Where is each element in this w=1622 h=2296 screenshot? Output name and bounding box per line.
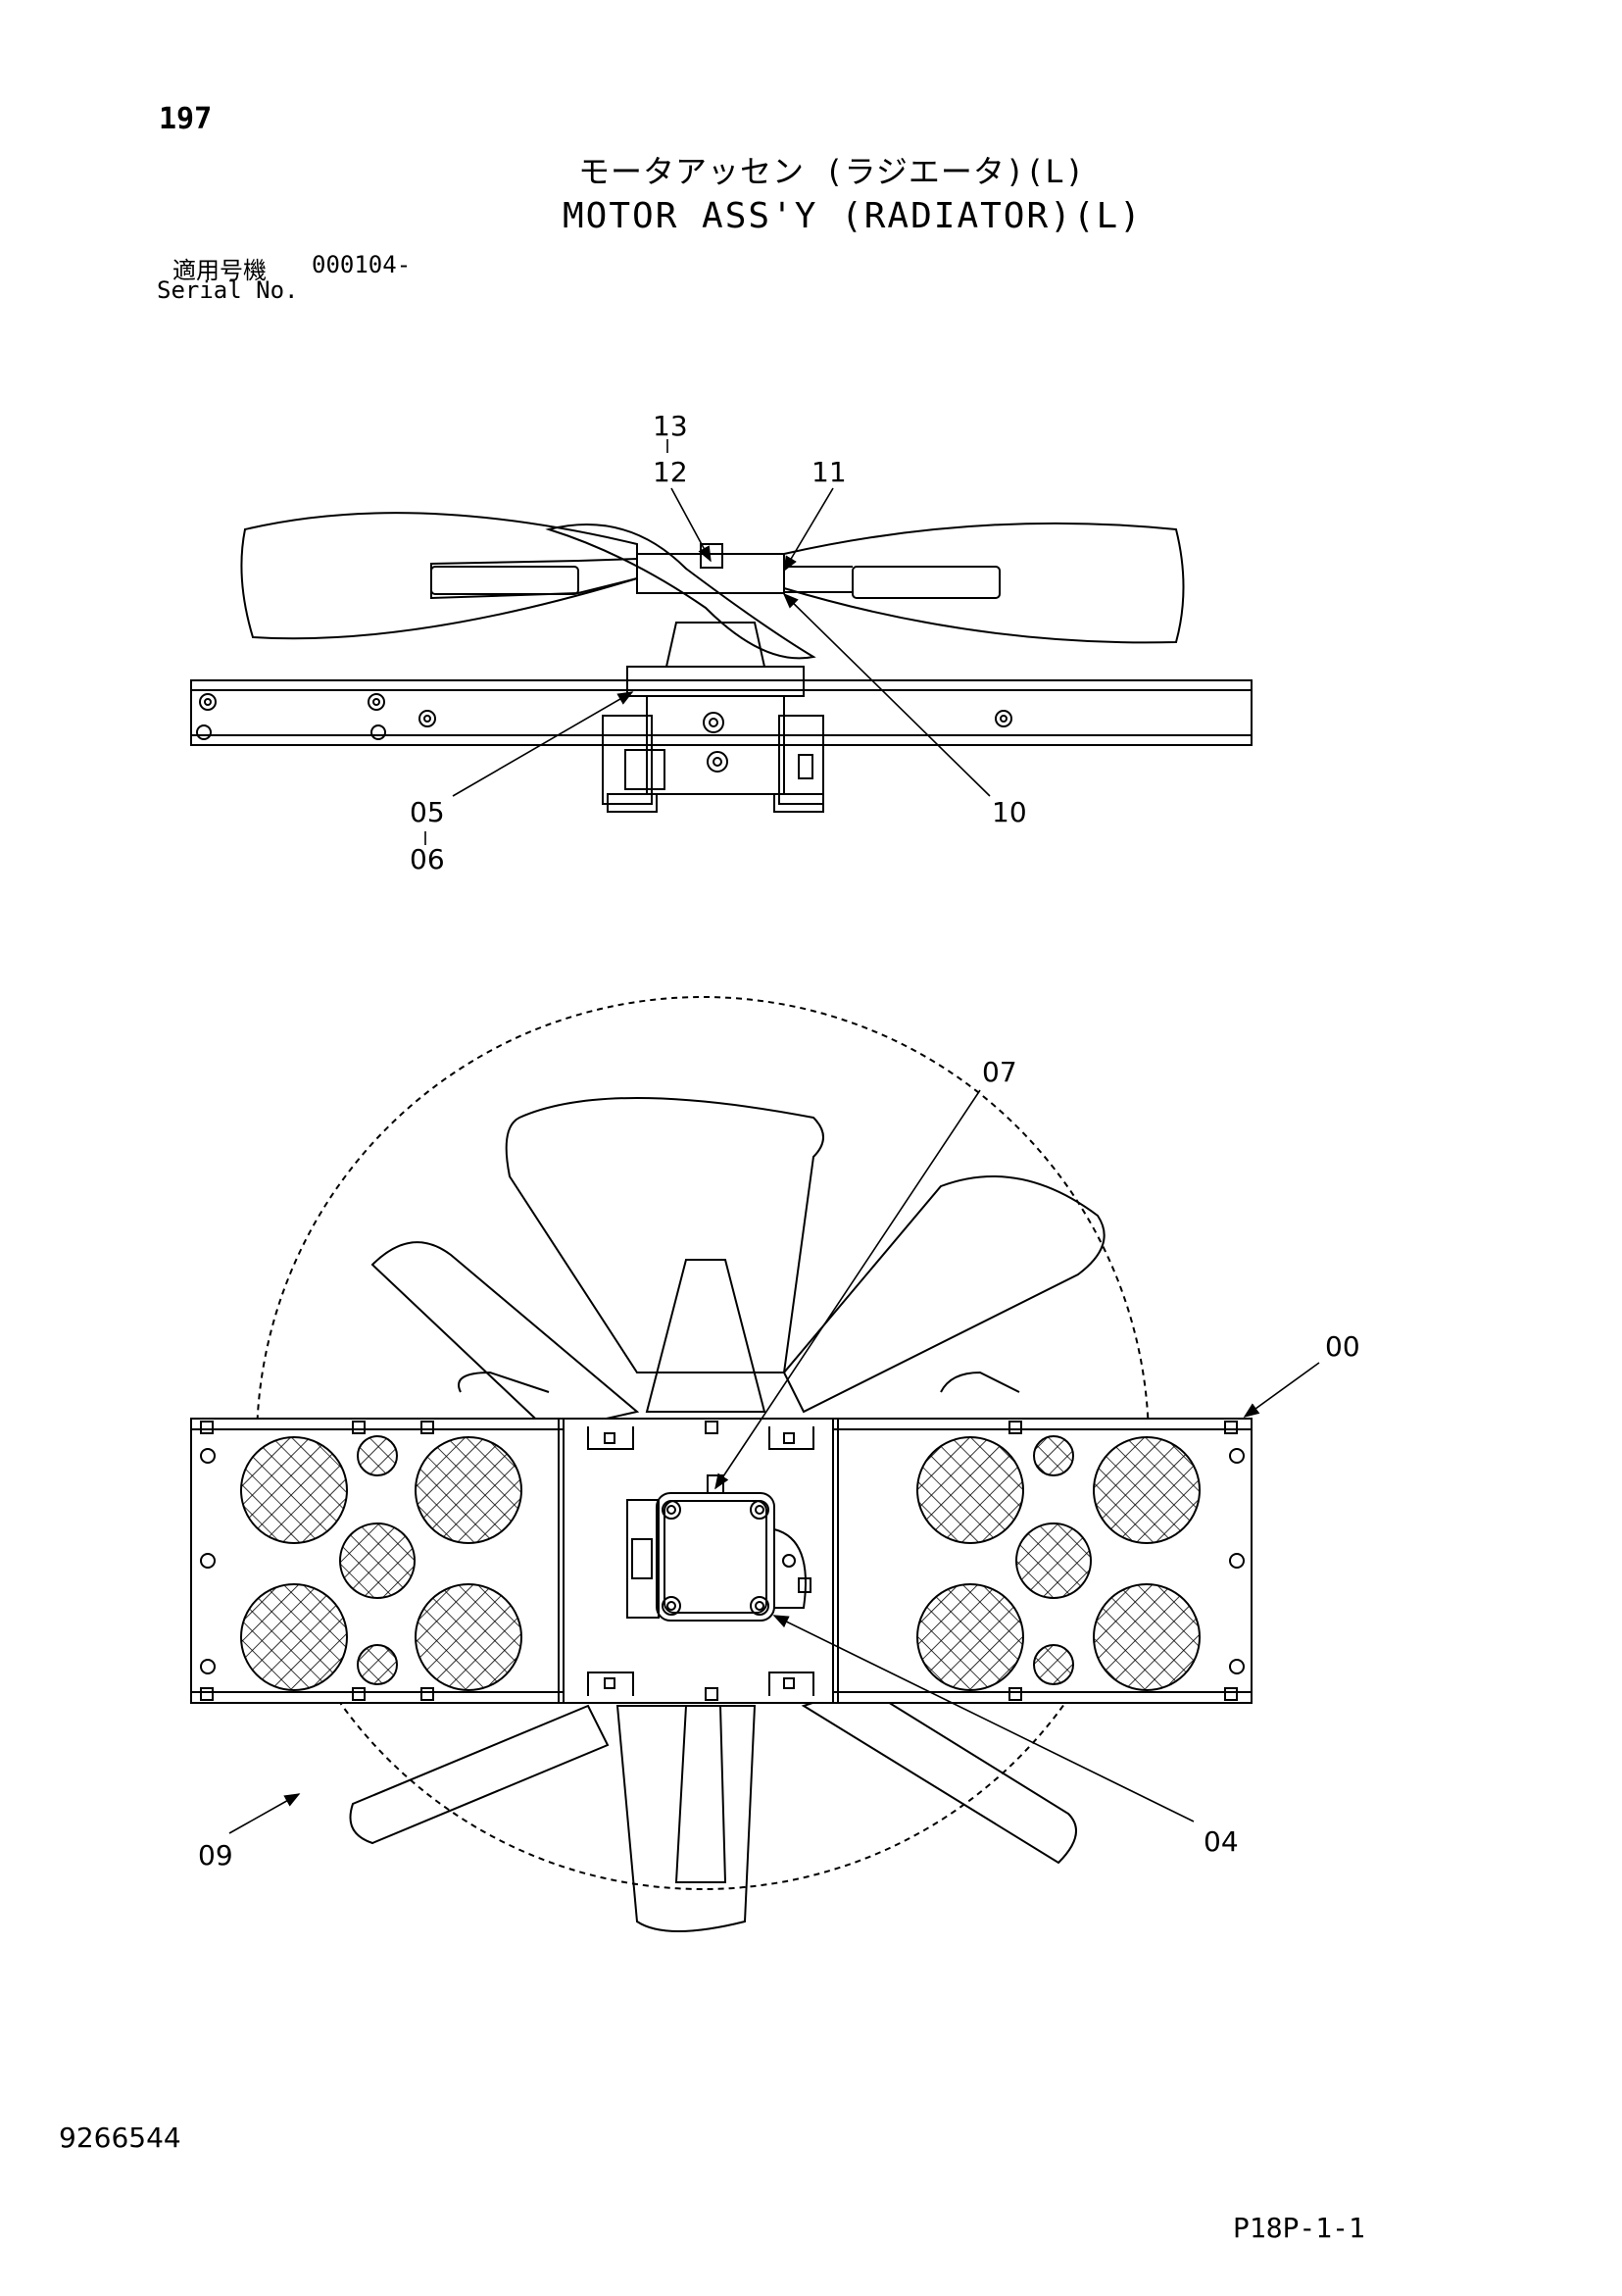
serial-value: 000104- xyxy=(312,251,412,278)
top-view xyxy=(190,996,1253,1932)
serial-label-japanese: 適用号機 xyxy=(172,257,267,284)
callout-12: 12 xyxy=(653,456,688,488)
left-blade-outline xyxy=(240,512,638,640)
frame-side xyxy=(190,679,1253,746)
side-view-leaders xyxy=(424,439,991,845)
blade-lower-left xyxy=(349,1704,610,1845)
callout-13: 13 xyxy=(653,410,688,442)
callout-05: 05 xyxy=(410,796,445,828)
page-code: P18P-1-1 xyxy=(1233,2212,1365,2244)
blade-upper-left xyxy=(370,1241,640,1433)
side-view xyxy=(190,512,1253,813)
blade-top xyxy=(505,1097,824,1373)
top-view-leaders xyxy=(228,1089,1320,1834)
callout-04: 04 xyxy=(1204,1825,1239,1858)
callout-09: 09 xyxy=(198,1839,233,1872)
center-blade xyxy=(545,524,816,660)
serial-label-english: Serial No. xyxy=(157,276,299,304)
blade-top-center xyxy=(645,1259,766,1413)
page-number: 197 xyxy=(159,102,213,136)
callout-07: 07 xyxy=(982,1056,1017,1088)
blade-bottom xyxy=(615,1705,757,1932)
title-japanese: モータアッセン (ラジエータ)(L) xyxy=(578,153,1085,190)
blade-lower-right xyxy=(801,1684,1077,1865)
right-blade-outline xyxy=(783,522,1185,644)
title-english: MOTOR ASS'Y (RADIATOR)(L) xyxy=(563,196,1143,236)
document-number: 9266544 xyxy=(59,2121,181,2154)
callout-06: 06 xyxy=(410,843,445,875)
callout-11: 11 xyxy=(811,456,847,488)
blade-upper-right xyxy=(782,1175,1106,1414)
left-blade-inner xyxy=(430,557,638,600)
callout-10: 10 xyxy=(992,796,1027,828)
callout-00: 00 xyxy=(1325,1330,1360,1363)
